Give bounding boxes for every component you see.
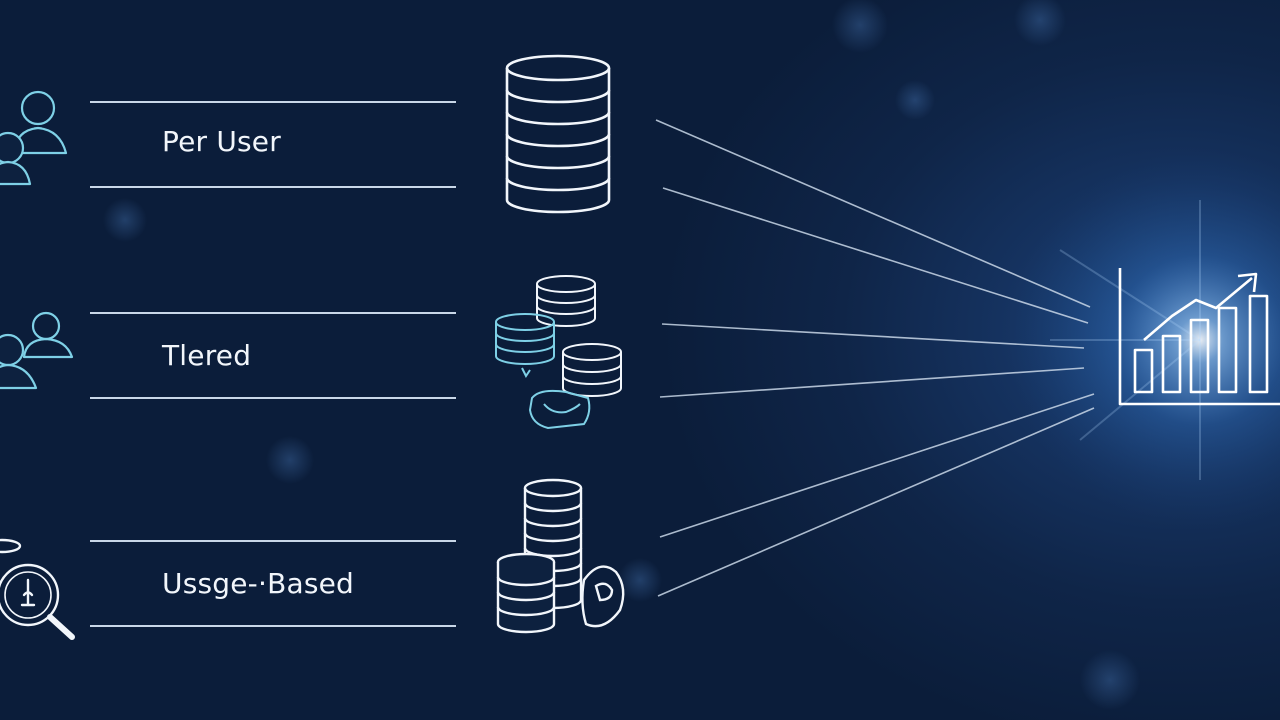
row-separators xyxy=(90,101,456,627)
users-icon xyxy=(0,311,74,390)
growth-bar-chart-icon xyxy=(1118,268,1280,406)
magnifier-icon xyxy=(0,538,75,640)
connector-line xyxy=(655,119,1091,308)
connector-line xyxy=(659,393,1095,538)
background-bokeh xyxy=(103,0,1140,710)
connector-line xyxy=(657,407,1095,597)
coin-stacks-icon xyxy=(495,275,622,430)
connector-lines xyxy=(655,119,1095,597)
database-stack-icon xyxy=(505,54,611,214)
connector-line xyxy=(659,367,1085,398)
pricing-label-per-user: Per User xyxy=(162,125,281,158)
users-icon xyxy=(0,90,68,186)
connector-line xyxy=(662,187,1089,324)
connector-line xyxy=(661,323,1085,349)
coin-stack-lock-icon xyxy=(496,478,625,634)
pricing-label-tiered: Tlered xyxy=(162,339,252,372)
pricing-label-usage-based: Ussge-·Based xyxy=(162,567,355,600)
